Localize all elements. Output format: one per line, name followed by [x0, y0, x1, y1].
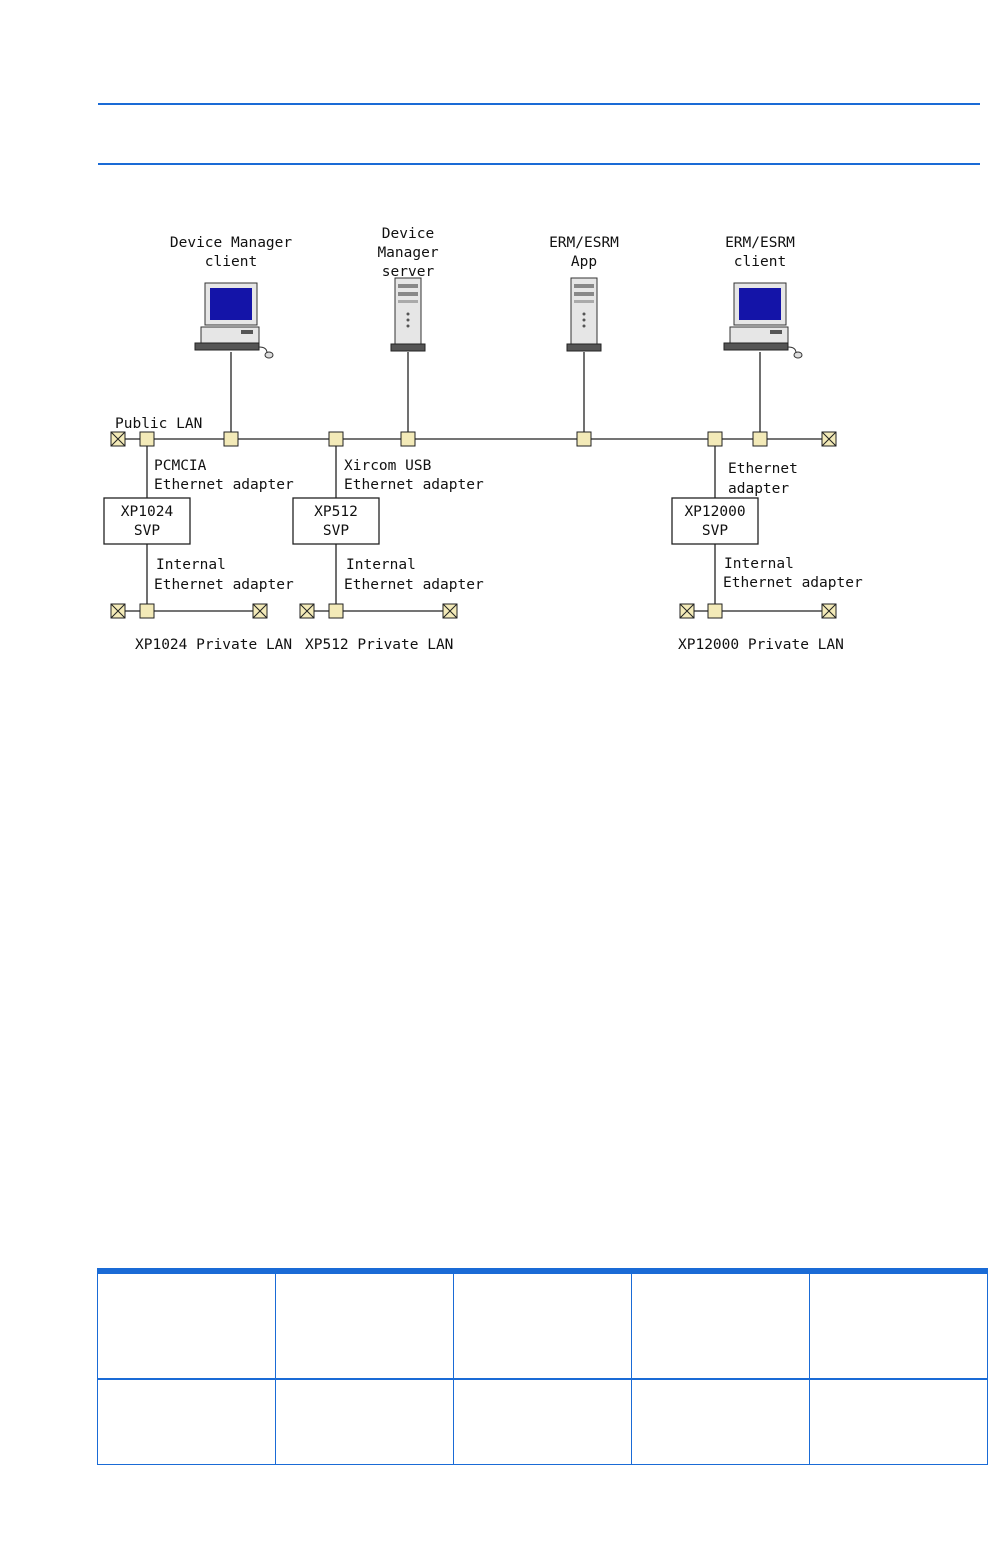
- ethernet-adapter-label-2: adapter: [728, 481, 789, 497]
- dm-client-label-2: client: [205, 254, 257, 270]
- terminator-icon: [299, 603, 315, 619]
- table-row: [97, 1270, 988, 1380]
- pcmcia-adapter-label-2: Ethernet adapter: [154, 477, 294, 493]
- pcmcia-adapter-label-1: PCMCIA: [154, 458, 207, 474]
- connector-node: [576, 431, 592, 447]
- xp12000-private-lan-label: XP12000 Private LAN: [678, 637, 844, 653]
- xp512-svp-box: [292, 497, 380, 545]
- xp12000-svp-label-2: SVP: [702, 523, 728, 539]
- dm-server-label-1: Device: [382, 226, 434, 242]
- xp512-internal-adapter-label-2: Ethernet adapter: [344, 577, 484, 593]
- table-cell: [631, 1378, 810, 1465]
- public-lan-label: Public LAN: [115, 416, 202, 432]
- xircom-adapter-label-1: Xircom USB: [344, 458, 432, 474]
- terminator-icon: [821, 603, 837, 619]
- xp12000-internal-adapter-label-2: Ethernet adapter: [723, 575, 863, 591]
- erm-app-label-2: App: [571, 254, 597, 270]
- xp1024-svp-label-2: SVP: [134, 523, 160, 539]
- erm-client-label-2: client: [734, 254, 786, 270]
- xp12000-internal-adapter-label-1: Internal: [724, 556, 794, 572]
- xp512-svp-label-2: SVP: [323, 523, 349, 539]
- dm-server-label-2: Manager: [377, 245, 438, 261]
- connector-node: [328, 603, 344, 619]
- xp1024-svp-box: [103, 497, 191, 545]
- connector-node: [328, 431, 344, 447]
- table-cell: [453, 1378, 632, 1465]
- terminator-icon: [442, 603, 458, 619]
- xp12000-svp-box: [671, 497, 759, 545]
- connector-node: [139, 431, 155, 447]
- table-cell: [97, 1378, 276, 1465]
- connector-node: [707, 603, 723, 619]
- table-cell: [631, 1270, 810, 1380]
- table-cell: [97, 1270, 276, 1380]
- terminator-icon: [110, 603, 126, 619]
- xp512-internal-adapter-label-1: Internal: [346, 557, 416, 573]
- connector-node: [223, 431, 239, 447]
- header-rule-bottom: [98, 163, 980, 165]
- network-diagram: Device Manager client Device Manager ser…: [100, 214, 865, 664]
- empty-table: [97, 1268, 988, 1465]
- connector-node: [400, 431, 416, 447]
- xp512-svp-label-1: XP512: [314, 504, 358, 520]
- table-cell: [275, 1270, 454, 1380]
- connectors: [139, 431, 768, 619]
- connector-node: [139, 603, 155, 619]
- xp1024-private-lan-label: XP1024 Private LAN: [135, 637, 292, 653]
- connector-node: [752, 431, 768, 447]
- xircom-adapter-label-2: Ethernet adapter: [344, 477, 484, 493]
- erm-client-label-1: ERM/ESRM: [725, 235, 795, 251]
- terminator-icon: [252, 603, 268, 619]
- terminator-icon: [679, 603, 695, 619]
- table-cell: [275, 1378, 454, 1465]
- xp1024-internal-adapter-label-1: Internal: [156, 557, 226, 573]
- connector-node: [707, 431, 723, 447]
- header-rule-top: [98, 103, 980, 105]
- erm-app-label-1: ERM/ESRM: [549, 235, 619, 251]
- xp512-private-lan-label: XP512 Private LAN: [305, 637, 453, 653]
- dm-server-tower-icon: [390, 277, 426, 352]
- erm-app-tower-icon: [566, 277, 602, 352]
- ethernet-adapter-label-1: Ethernet: [728, 461, 798, 477]
- table-row: [97, 1378, 988, 1465]
- terminator-icon: [110, 431, 126, 447]
- table-cell: [809, 1270, 988, 1380]
- table-cell: [453, 1270, 632, 1380]
- xp1024-svp-label-1: XP1024: [121, 504, 174, 520]
- dm-server-label-3: server: [382, 264, 435, 280]
- xp1024-internal-adapter-label-2: Ethernet adapter: [154, 577, 294, 593]
- table-cell: [809, 1378, 988, 1465]
- terminators: [110, 431, 837, 619]
- xp12000-svp-label-1: XP12000: [684, 504, 745, 520]
- dm-client-label-1: Device Manager: [170, 235, 292, 251]
- terminator-icon: [821, 431, 837, 447]
